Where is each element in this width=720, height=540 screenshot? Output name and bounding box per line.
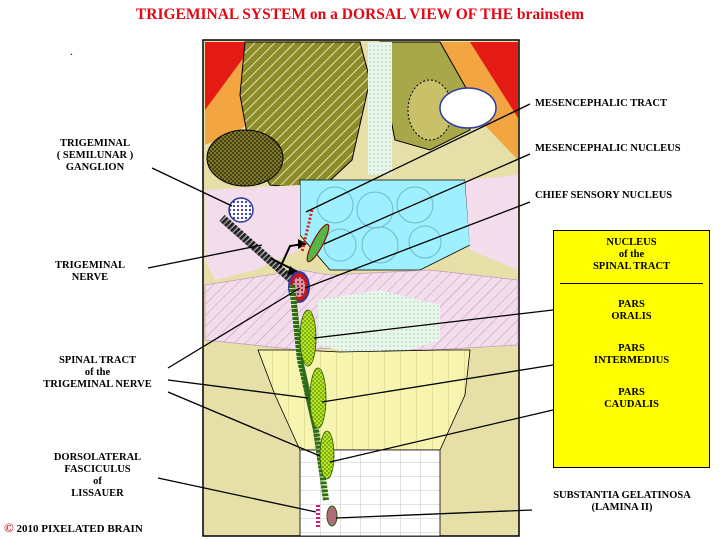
leader-spinal-tract-b — [167, 379, 309, 399]
leader-mesencephalic-tract — [305, 103, 531, 213]
leader-intermedius — [321, 364, 554, 403]
leader-lines — [147, 103, 554, 519]
region-midline-column — [368, 42, 392, 175]
label-trigeminal-nerve: TRIGEMINAL NERVE — [40, 260, 140, 284]
cyan-circles — [316, 186, 442, 264]
region-red-right — [470, 42, 518, 118]
nucleus-spinal-tract-box: NUCLEUS of the SPINAL TRACT PARS ORALIS … — [553, 230, 710, 468]
label-line: (LAMINA II) — [591, 502, 653, 513]
label-line: PARS — [618, 343, 645, 354]
label-line: of the — [84, 367, 111, 378]
label-line: LISSAUER — [71, 488, 124, 499]
leader-chief-sensory — [304, 201, 531, 289]
label-line: PARS — [618, 387, 645, 398]
label-line: ORALIS — [611, 311, 652, 322]
label-line: GANGLION — [65, 162, 125, 173]
label-spinal-tract: SPINAL TRACT of the TRIGEMINAL NERVE — [30, 355, 165, 391]
region-green-center — [318, 290, 440, 360]
box-heading: NUCLEUS of the SPINAL TRACT — [554, 237, 709, 273]
leader-ganglion — [151, 167, 233, 207]
leader-spinal-tract-a — [167, 287, 301, 369]
copyright-icon: © — [4, 520, 14, 535]
label-line: CAUDALIS — [604, 399, 659, 410]
leader-lissauer — [157, 477, 317, 513]
label-line: ( SEMILUNAR ) — [56, 150, 134, 161]
label-chief-sensory-nucleus: CHIEF SENSORY NUCLEUS — [535, 190, 673, 201]
label-pars-caudalis: PARS CAUDALIS — [554, 387, 709, 411]
label-pars-oralis: PARS ORALIS — [554, 299, 709, 323]
leader-caudalis — [329, 409, 554, 463]
label-line: NERVE — [71, 272, 109, 283]
label-pars-intermedius: PARS INTERMEDIUS — [554, 343, 709, 367]
pars-intermedius — [309, 367, 327, 429]
label-line: INTERMEDIUS — [593, 355, 670, 366]
label-mesencephalic-nucleus: MESENCEPHALIC NUCLEUS — [535, 143, 681, 154]
stray-mark: . — [70, 44, 73, 58]
leader-substantia — [335, 509, 533, 519]
label-line: of the — [618, 249, 645, 260]
leader-nerve — [147, 244, 263, 269]
label-line: TRIGEMINAL — [59, 138, 130, 149]
trigeminal-ganglion — [228, 197, 254, 223]
leader-oralis — [313, 309, 554, 339]
box-divider — [560, 283, 703, 284]
label-lissauer: DORSOLATERAL FASCICULUS of LISSAUER — [40, 452, 155, 500]
region-red-left — [205, 42, 255, 110]
copyright-text: 2010 PIXELATED BRAIN — [16, 523, 143, 535]
label-trigeminal-ganglion: TRIGEMINAL ( SEMILUNAR ) GANGLION — [40, 138, 150, 174]
label-line: SUBSTANTIA GELATINOSA — [553, 490, 691, 501]
pars-oralis — [299, 309, 317, 367]
region-blue-oval — [439, 87, 497, 129]
leader-mesencephalic-nucleus — [323, 153, 531, 245]
label-line: TRIGEMINAL — [54, 260, 125, 271]
label-substantia-gelatinosa: SUBSTANTIA GELATINOSA (LAMINA II) — [537, 490, 707, 514]
mesencephalic-nucleus — [306, 223, 330, 263]
substantia-gelatinosa — [326, 505, 338, 527]
mesencephalic-tract — [300, 209, 314, 253]
pars-caudalis — [319, 430, 335, 480]
region-pink-right — [465, 175, 518, 270]
label-mesencephalic-tract: MESENCEPHALIC TRACT — [535, 98, 667, 109]
label-line: PARS — [618, 299, 645, 310]
label-line: TRIGEMINAL NERVE — [43, 379, 152, 390]
label-line: FASCICULUS — [64, 464, 131, 475]
page-title: TRIGEMINAL SYSTEM on a DORSAL VIEW OF TH… — [135, 6, 585, 23]
label-line: NUCLEUS — [606, 237, 657, 248]
label-line: of — [93, 476, 102, 487]
copyright: © 2010 PIXELATED BRAIN — [4, 520, 143, 536]
leader-spinal-tract-c — [167, 391, 321, 457]
region-yellow-medulla — [257, 349, 471, 451]
label-line: SPINAL TRACT — [58, 355, 137, 366]
region-stippled-oval — [206, 129, 284, 187]
label-line: DORSOLATERAL — [53, 452, 142, 463]
label-line: SPINAL TRACT — [592, 261, 671, 272]
